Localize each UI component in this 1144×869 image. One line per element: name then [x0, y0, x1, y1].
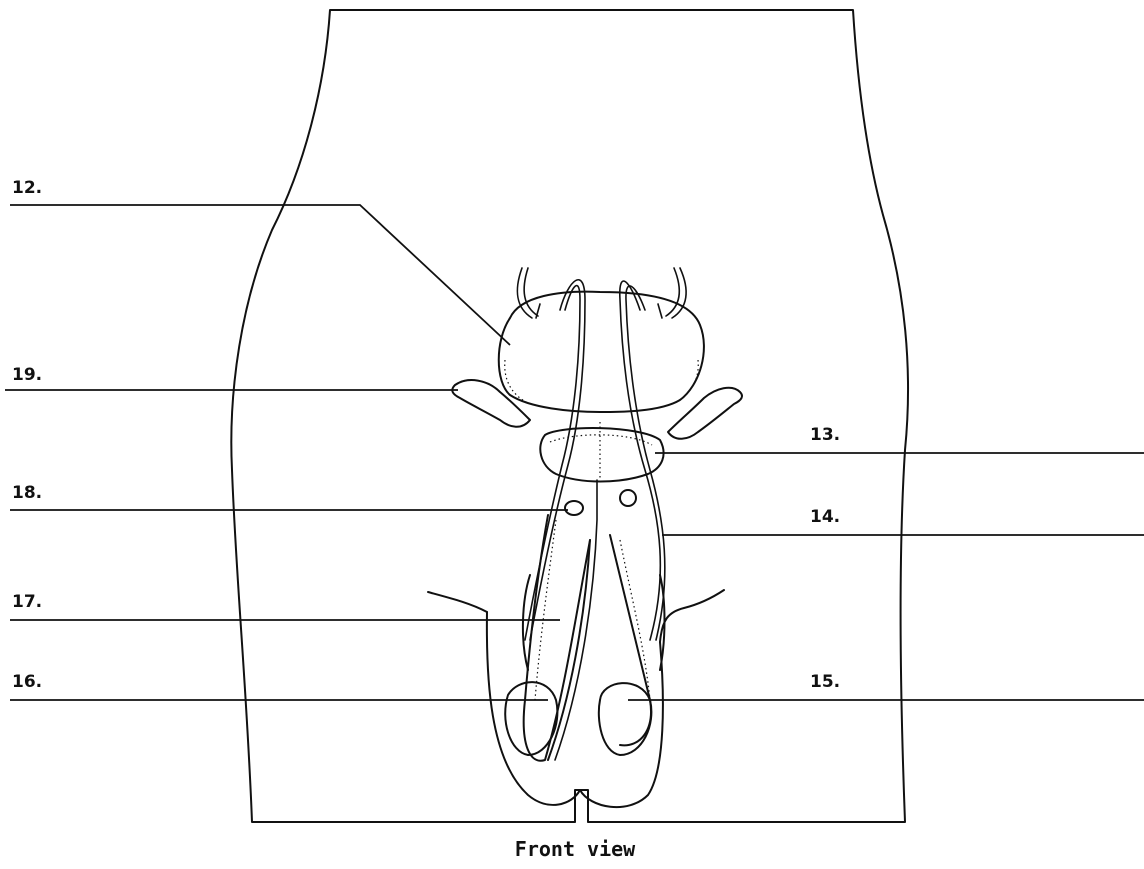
label-16: 16. [12, 672, 42, 692]
label-13: 13. [810, 425, 840, 445]
label-19: 19. [12, 365, 42, 385]
leader-12 [10, 205, 510, 345]
caption-front-view: Front view [515, 837, 636, 861]
label-12: 12. [12, 178, 42, 198]
seminal-vesicles [452, 380, 742, 439]
label-18: 18. [12, 483, 42, 503]
label-17: 17. [12, 592, 42, 612]
vas-deferens [525, 280, 665, 640]
bulbourethral-glands [565, 490, 636, 515]
scrotum [428, 590, 724, 822]
label-14: 14. [810, 507, 840, 527]
label-15: 15. [810, 672, 840, 692]
